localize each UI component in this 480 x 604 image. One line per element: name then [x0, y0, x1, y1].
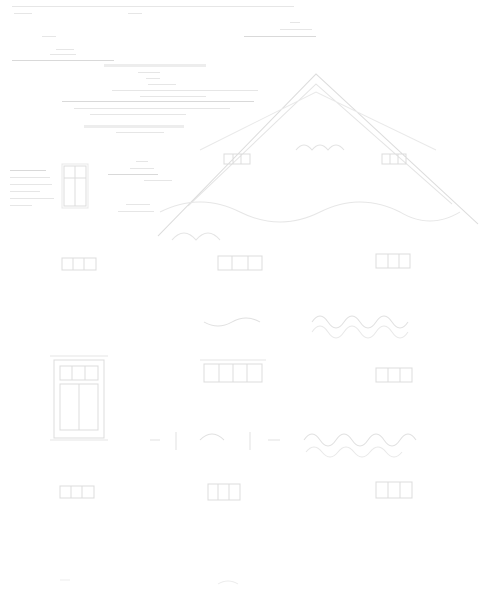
annotation-rule-left-4 [12, 60, 114, 61]
annotation-rule-right-2 [280, 29, 312, 30]
window-row-4-center [207, 483, 241, 501]
ground-line [60, 579, 239, 585]
title-block-line-9 [116, 132, 164, 133]
legend-line-3 [10, 184, 52, 185]
header-rule-short-2 [128, 13, 142, 14]
ornament-band-upper [203, 315, 409, 339]
note-line-2 [130, 168, 154, 169]
window-row-4-left [59, 485, 95, 499]
window-row-2-left [61, 257, 97, 271]
note-line-6 [118, 211, 154, 212]
title-block-line-4 [112, 90, 258, 91]
window-row-3-right [375, 367, 413, 383]
window-row-2-right [375, 253, 411, 269]
title-block-bar-1 [104, 64, 206, 67]
note-line-3 [108, 174, 158, 175]
title-block-line-1 [138, 72, 160, 73]
window-row-4-right [375, 481, 413, 499]
annotation-rule-left-3 [50, 54, 76, 55]
title-block-line-8 [90, 114, 186, 115]
title-block-line-5 [140, 96, 206, 97]
title-block-bar-2 [84, 125, 184, 128]
ornament-band-lower [150, 432, 417, 458]
note-line-4 [144, 180, 172, 181]
annotation-rule-left-2 [56, 49, 74, 50]
window-row-3-center [200, 359, 266, 383]
title-block-line-6 [62, 101, 254, 102]
attic-window-left [223, 153, 251, 165]
legend-line-1 [10, 170, 46, 171]
annotation-rule-left-1 [42, 36, 56, 37]
detail-window-small [61, 163, 89, 209]
annotation-rule-right-1 [290, 22, 300, 23]
note-line-5 [126, 204, 150, 205]
legend-line-6 [10, 205, 32, 206]
legend-line-2 [10, 177, 50, 178]
title-block-line-7 [74, 108, 230, 109]
title-block-line-2 [146, 78, 160, 79]
detail-window-tall [50, 355, 108, 441]
legend-line-5 [10, 198, 54, 199]
legend-line-4 [10, 191, 40, 192]
attic-window-right [381, 153, 407, 165]
roof-gable [157, 73, 479, 241]
header-rule-short-1 [14, 13, 32, 14]
annotation-rule-right-3 [244, 36, 316, 37]
title-block-line-3 [148, 84, 176, 85]
note-line-1 [136, 161, 148, 162]
header-rule-top [12, 6, 294, 7]
window-row-2-center [217, 255, 263, 271]
